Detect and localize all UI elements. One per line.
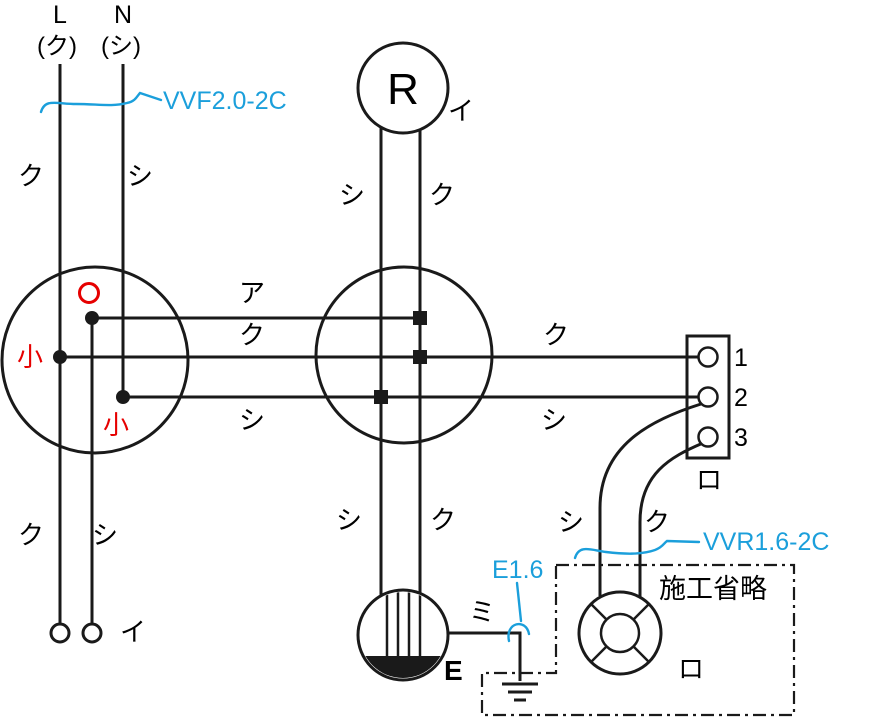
label-n-upper: シ: [127, 161, 153, 191]
junction-dot-black-branch: [53, 350, 67, 364]
label-switch-circuit: イ: [120, 617, 146, 647]
label-earth-green: ミ: [469, 597, 495, 627]
label-switch-return: シ: [92, 520, 118, 550]
omitted-region-border: [480, 563, 796, 717]
terminal-number-1: 1: [734, 344, 748, 372]
terminal-number-2: 2: [734, 384, 748, 412]
sleeve-mark-small-lower: 小: [103, 410, 129, 440]
junction-dot-white-branch: [116, 390, 130, 404]
vvr-cable-bracket-icon: [573, 539, 701, 560]
label-neutral-color: (シ): [101, 33, 141, 60]
junction-dot-red-branch: [85, 311, 99, 325]
label-receptacle-white: シ: [339, 180, 365, 210]
fan-device-stripes: [385, 592, 422, 657]
wire-curve-white: [598, 402, 702, 596]
switch-contact-left: [49, 622, 71, 644]
connector-square-red: [413, 311, 427, 325]
omitted-lamp-spokes: [589, 602, 651, 664]
label-branch-white: シ: [239, 405, 265, 435]
terminal-screw-2: [697, 386, 719, 408]
terminal-screw-1: [697, 346, 719, 368]
omitted-lamp-name: ロ: [678, 654, 704, 684]
connector-square-white: [374, 390, 388, 404]
earth-cable-label: E1.6: [492, 556, 543, 584]
vvr-cable-label: VVR1.6-2C: [703, 528, 829, 556]
label-device-white: シ: [336, 505, 362, 535]
wire-curve-black: [638, 441, 704, 597]
label-branch-black: ク: [239, 320, 265, 350]
label-curve-black: ク: [644, 507, 670, 537]
terminal-screw-3: [697, 426, 719, 448]
label-live: L: [53, 1, 67, 29]
junction-box-left: [0, 265, 190, 455]
label-earth-terminal: E: [444, 655, 463, 686]
label-branch-red: ア: [239, 278, 265, 308]
label-neutral: N: [114, 1, 132, 29]
omitted-section-label: 施工省略: [659, 574, 767, 604]
sleeve-mark-small-left: 小: [17, 342, 43, 372]
terminal-number-3: 3: [734, 424, 748, 452]
label-right-black: ク: [543, 320, 569, 350]
connector-square-black: [413, 350, 427, 364]
label-receptacle-circuit: イ: [448, 96, 474, 126]
terminal-block-name: ロ: [696, 465, 722, 495]
label-live-color: (ク): [37, 33, 77, 60]
junction-box-middle: [314, 265, 494, 445]
vvf-cable-label: VVF2.0-2C: [163, 87, 287, 115]
earth-cable-curl-icon: [507, 581, 531, 643]
vvf-cable-bracket-icon: [39, 91, 163, 114]
earth-symbol: [502, 682, 538, 702]
label-right-white: シ: [541, 405, 567, 435]
label-switch-feed: ク: [18, 520, 44, 550]
label-receptacle-black: ク: [429, 180, 455, 210]
switch-contact-right: [81, 622, 103, 644]
label-l-upper: ク: [18, 161, 44, 191]
wire-earth: [448, 631, 522, 681]
lamp-receptacle: [356, 41, 450, 135]
omitted-lamp-inner: [599, 612, 641, 654]
sleeve-mark-o-icon: [78, 282, 100, 304]
label-curve-white: シ: [558, 507, 584, 537]
label-device-black: ク: [430, 505, 456, 535]
lamp-receptacle-letter: R: [387, 65, 419, 114]
